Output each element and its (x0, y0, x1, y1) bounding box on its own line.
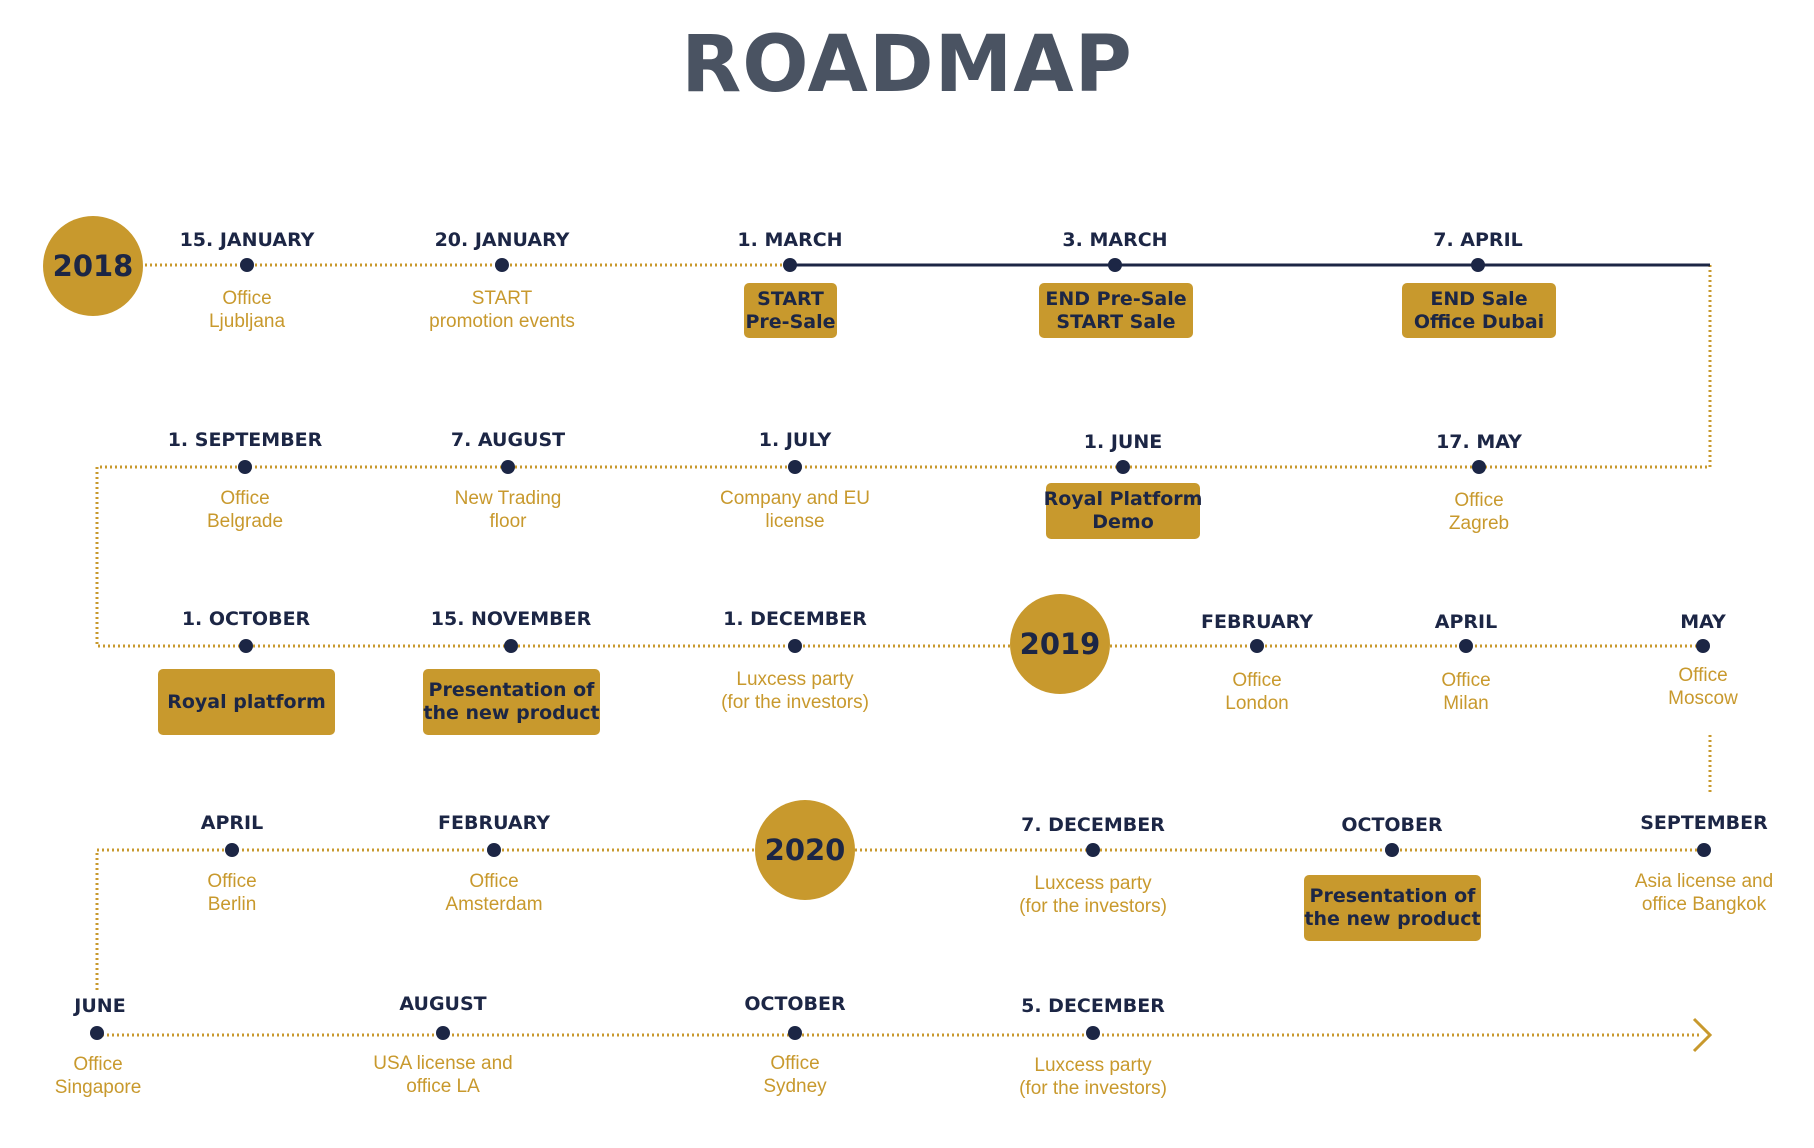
milestone-date: 7. AUGUST (450, 429, 566, 451)
year-badge-2019: 2019 (1010, 594, 1110, 694)
milestone-date: AUGUST (399, 993, 487, 1015)
milestone-date: 17. MAY (1436, 431, 1522, 453)
milestone-description: Office Zagreb (1448, 490, 1510, 534)
year-badge-2020: 2020 (755, 800, 855, 900)
milestone-date: 1. DECEMBER (723, 608, 867, 630)
page-title: ROADMAP (681, 20, 1133, 110)
milestone-description: Office Milan (1441, 670, 1491, 714)
milestone-date: 20. JANUARY (434, 229, 570, 251)
milestone-dot (788, 639, 802, 653)
year-badge-2018: 2018 (43, 216, 143, 316)
milestone-date: 15. JANUARY (179, 229, 315, 251)
milestone-dot (90, 1026, 104, 1040)
milestone-description: New Trading floor (454, 488, 562, 532)
connector-row1-row2-row3 (95, 265, 1712, 648)
milestone-date: 1. JULY (758, 429, 832, 451)
milestone-dot (1250, 639, 1264, 653)
milestone-dot (436, 1026, 450, 1040)
milestone-date: JUNE (74, 995, 126, 1017)
milestone-box: END Pre-Sale START Sale (1039, 283, 1193, 338)
milestone-dot (1108, 258, 1122, 272)
milestone-description: START promotion events (429, 288, 575, 332)
milestone-dot (1471, 258, 1485, 272)
milestone-dot (239, 639, 253, 653)
milestone-dot (1385, 843, 1399, 857)
milestone-box: START Pre-Sale (744, 283, 837, 338)
milestone-dot (788, 1026, 802, 1040)
milestone-box: Royal Platform Demo (1044, 483, 1202, 539)
milestone-date: FEBRUARY (1201, 611, 1313, 633)
milestone-dot (495, 258, 509, 272)
milestone-box: Presentation of the new product (423, 669, 600, 735)
milestone-dot (1696, 639, 1710, 653)
milestone-description: Luxcess party (for the investors) (1019, 873, 1167, 917)
milestone-description: Office Berlin (207, 871, 257, 915)
milestone-dot (501, 460, 515, 474)
milestone-dot (1116, 460, 1130, 474)
milestone-date: 5. DECEMBER (1021, 995, 1165, 1017)
milestone-dot (487, 843, 501, 857)
milestone-dot (1697, 843, 1711, 857)
milestone-box: Presentation of the new product (1304, 875, 1481, 941)
milestone-date: 3. MARCH (1062, 229, 1168, 251)
milestone-dot (788, 460, 802, 474)
milestone-box: Royal platform (158, 669, 335, 735)
milestone-description: Office London (1225, 670, 1289, 714)
milestone-date: 7. APRIL (1433, 229, 1523, 251)
milestone-description: Office Belgrade (206, 488, 284, 532)
milestone-date: OCTOBER (1341, 814, 1443, 836)
milestone-description: Company and EU license (720, 488, 870, 532)
milestone-date: 1. SEPTEMBER (167, 429, 323, 451)
milestone-date: APRIL (200, 812, 264, 834)
milestone-box: END Sale Office Dubai (1402, 283, 1556, 338)
milestone-dot (240, 258, 254, 272)
milestone-dot (225, 843, 239, 857)
milestone-date: 1. OCTOBER (181, 608, 311, 630)
milestone-date: 7. DECEMBER (1021, 814, 1165, 836)
milestone-date: OCTOBER (744, 993, 846, 1015)
milestone-dot (783, 258, 797, 272)
milestone-dot (1459, 639, 1473, 653)
arrow-right-icon (1692, 1017, 1713, 1053)
milestone-date: 1. JUNE (1083, 431, 1163, 453)
milestone-date: 15. NOVEMBER (430, 608, 592, 630)
milestone-date: APRIL (1434, 611, 1498, 633)
milestone-dot (238, 460, 252, 474)
milestone-date: FEBRUARY (438, 812, 550, 834)
milestone-description: Luxcess party (for the investors) (721, 669, 869, 713)
milestone-description: Luxcess party (for the investors) (1019, 1055, 1167, 1099)
milestone-date: MAY (1680, 611, 1726, 633)
milestone-date: SEPTEMBER (1640, 812, 1768, 834)
milestone-date: 1. MARCH (737, 229, 843, 251)
milestone-description: Office Amsterdam (445, 871, 543, 915)
milestone-dot (1472, 460, 1486, 474)
row4-left-line (95, 848, 755, 990)
milestone-description: Office Singapore (54, 1054, 142, 1098)
milestone-dot (504, 639, 518, 653)
milestone-dot (1086, 843, 1100, 857)
milestone-description: Office Ljubljana (208, 288, 286, 332)
milestone-description: Office Sydney (763, 1053, 827, 1097)
milestone-description: Asia license and office Bangkok (1634, 871, 1774, 915)
milestone-description: USA license and office LA (373, 1053, 513, 1097)
milestone-description: Office Moscow (1668, 665, 1738, 709)
milestone-dot (1086, 1026, 1100, 1040)
